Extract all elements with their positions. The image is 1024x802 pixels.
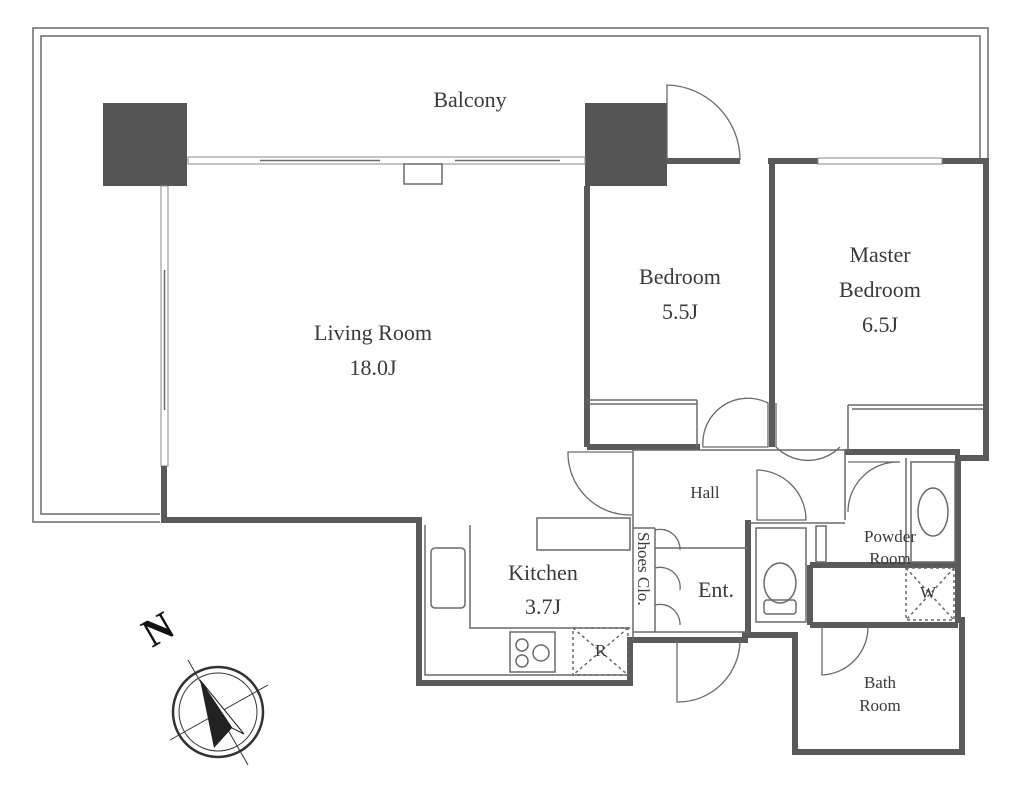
washer-space <box>905 567 955 621</box>
kitchen-counter <box>424 517 631 676</box>
bath-room-label-2: Room <box>859 696 901 715</box>
shoes-closet-label: Shoes Clo. <box>634 532 653 606</box>
master-bedroom-label-1: Master <box>849 242 911 267</box>
kitchen-label: Kitchen <box>508 560 578 585</box>
refrigerator-space <box>572 627 629 676</box>
living-window-top <box>187 156 586 185</box>
powder-room-label-2: Room <box>869 549 911 568</box>
entrance-label: Ent. <box>698 577 734 602</box>
master-bedroom-label-2: Bedroom <box>839 277 921 302</box>
washbasin-icon <box>910 461 956 563</box>
hall-label: Hall <box>690 483 720 502</box>
powder-room-label-1: Powder <box>864 527 916 546</box>
stove-icon <box>509 631 556 673</box>
bedroom-label: Bedroom <box>639 264 721 289</box>
pillar-left <box>103 103 187 186</box>
refrigerator-label: R <box>595 641 607 660</box>
washer-label: W <box>920 583 937 602</box>
compass-icon <box>169 659 269 766</box>
bedroom-walls <box>584 161 983 455</box>
living-room-label: Living Room <box>314 320 432 345</box>
sink-icon <box>430 547 466 609</box>
balcony-outline <box>32 27 989 523</box>
interior-walls <box>632 449 958 640</box>
bedroom-size: 5.5J <box>662 299 699 324</box>
pillar-center <box>585 103 667 186</box>
balcony-label: Balcony <box>433 87 506 112</box>
living-window-left <box>160 185 169 467</box>
kitchen-size: 3.7J <box>525 594 562 619</box>
living-room-size: 18.0J <box>349 355 397 380</box>
compass-north-label: N <box>134 602 182 655</box>
exterior-walls <box>161 158 989 755</box>
bath-room-label-1: Bath <box>864 673 897 692</box>
master-window <box>817 157 943 165</box>
door-swing-icon <box>567 84 901 703</box>
toilet-icon <box>755 525 827 623</box>
master-bedroom-size: 6.5J <box>862 312 899 337</box>
